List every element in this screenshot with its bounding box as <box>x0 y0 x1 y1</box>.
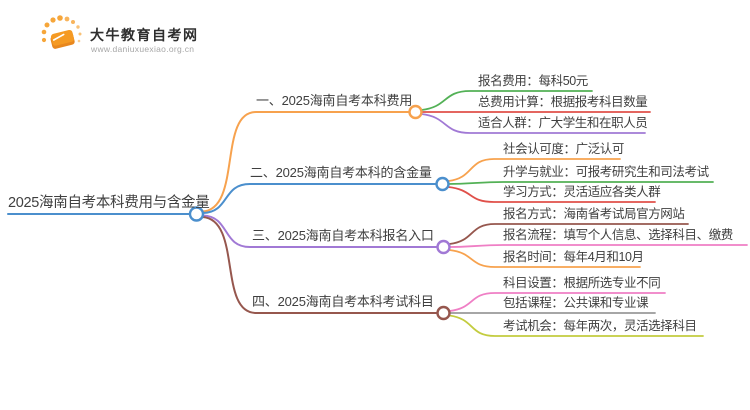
branch-1-title: 一、2025海南自考本科费用 <box>256 93 413 108</box>
leaf-further-study: 升学与就业：可报考研究生和司法考试 <box>503 165 709 179</box>
branch3-node-circle <box>436 239 451 255</box>
leaf-registration-method: 报名方式：海南省考试局官方网站 <box>503 207 685 221</box>
branch-2-title: 二、2025海南自考本科的含金量 <box>250 165 432 180</box>
branch1-node-circle <box>408 104 423 120</box>
branch4-node-circle <box>436 305 451 321</box>
root-node-circle <box>188 206 205 222</box>
leaf-suitable-people: 适合人群：广大学生和在职人员 <box>478 116 648 130</box>
site-name: 大牛教育自考网 <box>90 27 199 43</box>
branch2-node-circle <box>435 176 450 192</box>
leaf-exam-opportunity: 考试机会：每年两次，灵活选择科目 <box>503 319 697 333</box>
site-url: www.daniuxuexiao.org.cn <box>91 44 195 54</box>
leaf-registration-fee: 报名费用：每科50元 <box>478 74 588 88</box>
leaf-total-cost: 总费用计算：根据报考科目数量 <box>478 95 648 109</box>
branch-4-title: 四、2025海南自考本科考试科目 <box>252 294 434 309</box>
leaf-social-recognition: 社会认可度：广泛认可 <box>503 142 625 156</box>
leaf-included-courses: 包括课程：公共课和专业课 <box>503 296 649 310</box>
leaf-subject-setting: 科目设置：根据所选专业不同 <box>503 276 661 290</box>
leaf-registration-process: 报名流程：填写个人信息、选择科目、缴费 <box>503 228 733 242</box>
leaf-registration-time: 报名时间：每年4月和10月 <box>503 250 644 264</box>
book-sunburst-icon <box>41 15 82 49</box>
root-topic: 2025海南自考本科费用与含金量 <box>8 195 210 211</box>
site-logo: 大牛教育自考网 www.daniuxuexiao.org.cn <box>24 10 254 54</box>
branch-3-title: 三、2025海南自考本科报名入口 <box>252 228 434 243</box>
leaf-study-mode: 学习方式：灵活适应各类人群 <box>503 185 661 199</box>
